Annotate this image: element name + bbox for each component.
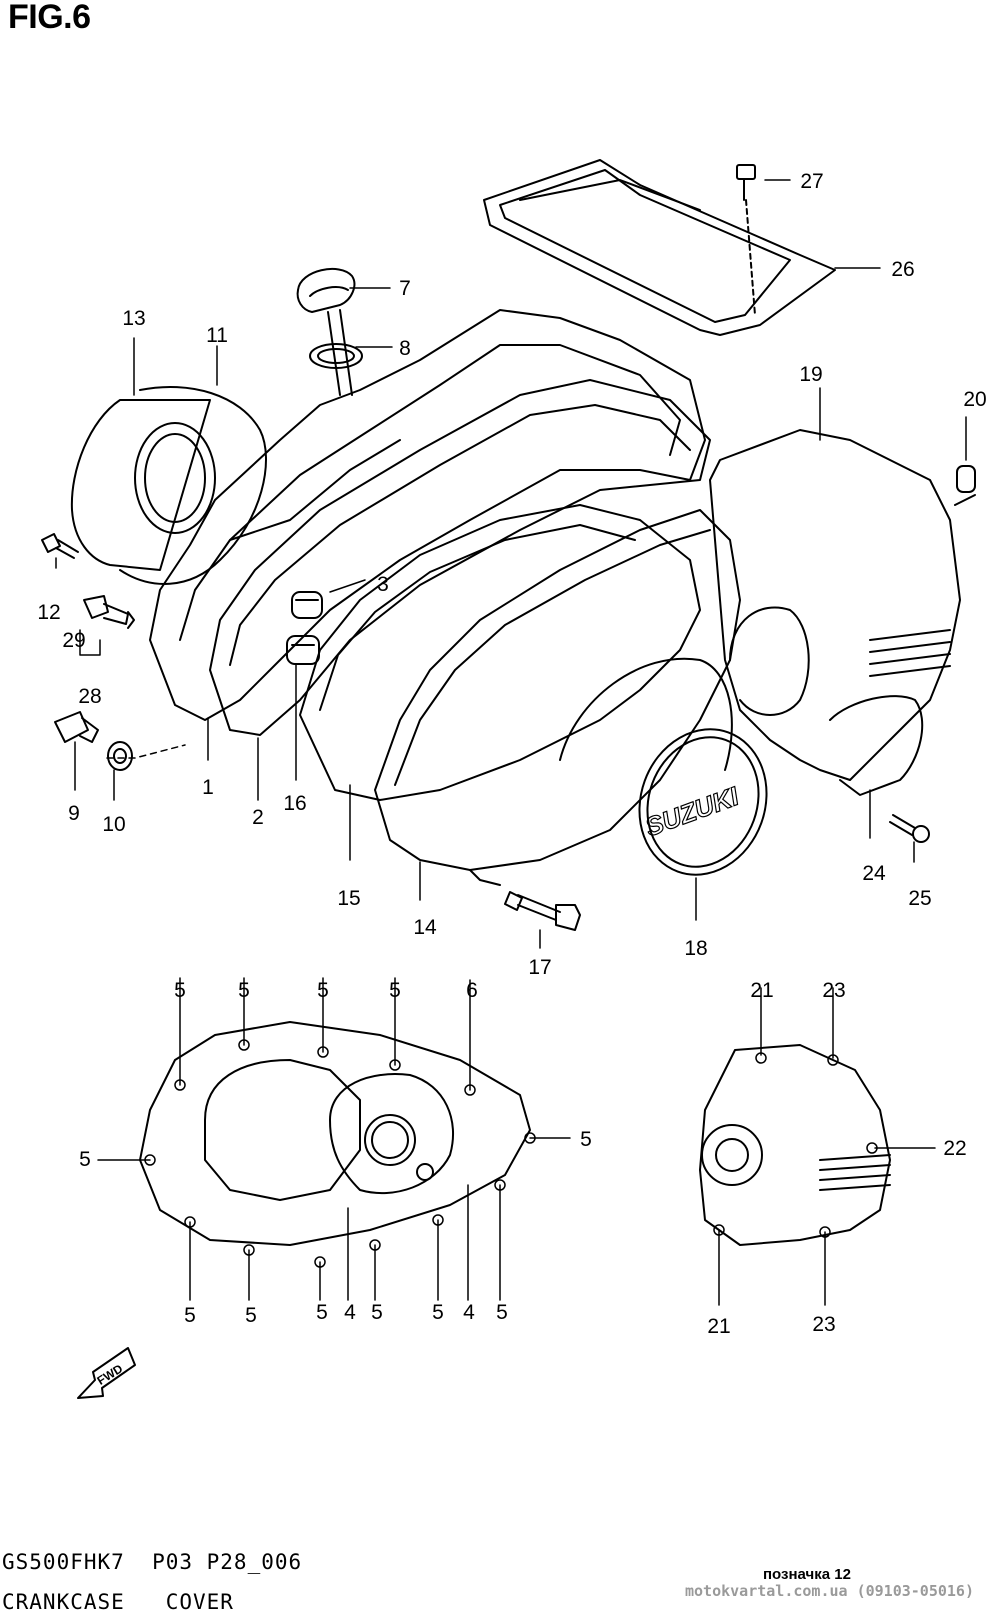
callout-16: 16: [283, 792, 306, 815]
dowel-pin-16: [286, 635, 320, 665]
detail-callout-23-a: 23: [822, 979, 845, 1002]
clutch-cover-housing: [149, 309, 706, 721]
callout-24: 24: [862, 862, 886, 885]
callout-25: 25: [908, 887, 931, 910]
callout-26: 26: [891, 258, 914, 281]
fwd-label: FWD: [95, 1361, 126, 1388]
callout-13: 13: [122, 307, 145, 330]
rubber-bush-20: [954, 465, 976, 506]
figure-title: FIG.6: [8, 0, 91, 36]
callout-28: 28: [78, 685, 101, 708]
forward-arrow-icon: [77, 1347, 136, 1399]
detail-callout-21-a: 21: [750, 979, 773, 1002]
detail-callout-5-a: 5: [174, 979, 186, 1002]
detail-callout-5-g: 5: [184, 1304, 196, 1327]
gasket-10: [107, 741, 133, 771]
clutch-cover-gasket: [209, 379, 711, 736]
callout-numbers: 27 26 7 8 13 11 19 20 12 3 29 28 1 9 10 …: [37, 170, 986, 1338]
oil-sump-cover: [483, 159, 836, 336]
callout-17: 17: [528, 956, 551, 979]
callout-19: 19: [799, 363, 822, 386]
dowel-pin-3: [291, 591, 323, 619]
generator-cover: [70, 386, 267, 585]
detail-callout-5-l: 5: [496, 1301, 508, 1324]
outer-clutch-cover: [374, 509, 741, 886]
mark-label: позначка 12: [763, 1566, 851, 1583]
detail-callout-5-c: 5: [317, 979, 329, 1002]
oil-cap-o-ring: [309, 343, 363, 369]
callout-3: 3: [377, 573, 389, 596]
cover-bolt-17: [504, 891, 581, 931]
detail-callout-23-b: 23: [812, 1313, 835, 1336]
drain-plug-9: [54, 711, 99, 743]
detail-callout-5-i: 5: [316, 1301, 328, 1324]
oil-pressure-switch: [83, 595, 135, 629]
model-code: GS500FHK7 P03 P28_006: [2, 1550, 303, 1574]
screw-25: [889, 814, 930, 843]
part-group-name: CRANKCASE COVER: [2, 1590, 234, 1614]
callout-9: 9: [68, 802, 80, 825]
callout-8: 8: [399, 337, 411, 360]
detail-callout-6: 6: [466, 979, 478, 1002]
leader-lines: [55, 179, 967, 949]
callout-7: 7: [399, 277, 411, 300]
detail-callout-5-f: 5: [580, 1128, 592, 1151]
callout-1: 1: [202, 776, 214, 799]
detail-callout-4-a: 4: [344, 1301, 356, 1324]
detail-callout-21-b: 21: [707, 1315, 730, 1338]
callout-20: 20: [963, 388, 986, 411]
detail-callout-5-k: 5: [432, 1301, 444, 1324]
callout-10: 10: [102, 813, 125, 836]
callout-27: 27: [800, 170, 823, 193]
oil-filler-cap: [296, 267, 356, 396]
callout-29: 29: [62, 629, 85, 652]
badge-brand-text: SUZUKI: [641, 781, 743, 843]
callout-18: 18: [684, 937, 707, 960]
bolt-27: [736, 164, 756, 316]
detail-callout-22: 22: [943, 1137, 966, 1160]
detail-callout-5-d: 5: [389, 979, 401, 1002]
source-watermark: motokvartal.com.ua (09103-05016): [685, 1582, 974, 1600]
bolt-holes: [144, 1039, 878, 1268]
detail-callout-5-b: 5: [238, 979, 250, 1002]
generator-cover-detail: [699, 1044, 891, 1246]
detail-callout-5-j: 5: [371, 1301, 383, 1324]
signal-generator-cover: [709, 429, 961, 796]
detail-callout-5-e: 5: [79, 1148, 91, 1171]
callout-11: 11: [206, 324, 228, 347]
callout-2: 2: [252, 806, 264, 829]
detail-callout-4-b: 4: [463, 1301, 475, 1324]
detail-callout-5-h: 5: [245, 1304, 257, 1327]
callout-12: 12: [37, 601, 60, 624]
clutch-cover-badge: [638, 728, 768, 876]
cover-gasket-detail: [139, 1021, 531, 1246]
bolt-12: [41, 533, 79, 559]
callout-14: 14: [413, 916, 437, 939]
callout-15: 15: [337, 887, 360, 910]
outer-cover-gasket: [299, 504, 701, 801]
detail-leader-lines: [97, 977, 936, 1306]
